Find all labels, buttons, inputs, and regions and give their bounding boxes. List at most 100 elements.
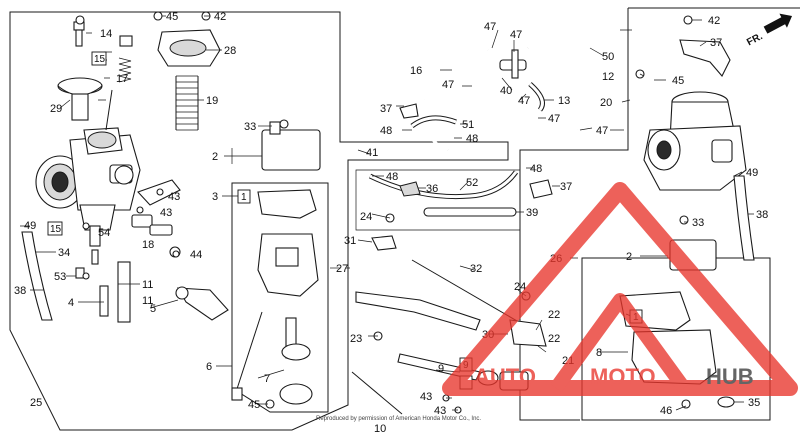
svg-text:23: 23 (350, 333, 362, 345)
svg-text:17: 17 (116, 73, 128, 85)
svg-text:48: 48 (380, 125, 392, 137)
svg-text:11: 11 (142, 295, 153, 307)
hose-13 (528, 82, 545, 112)
svg-text:47: 47 (548, 113, 560, 125)
three-way-joint-40 (499, 49, 527, 79)
float-bowl-gasket (257, 189, 319, 297)
svg-text:29: 29 (50, 103, 62, 115)
svg-text:42: 42 (214, 11, 226, 23)
svg-text:35: 35 (748, 397, 760, 409)
throttle-linkage-43 (137, 179, 181, 206)
boxed-callout-1-left: 1 (237, 189, 251, 204)
svg-text:FR.: FR. (745, 31, 765, 48)
svg-text:32: 32 (470, 263, 482, 275)
svg-text:43: 43 (420, 391, 432, 403)
svg-text:11: 11 (142, 279, 153, 291)
left-carburetor-body (35, 127, 141, 231)
bracket-37-center (399, 103, 419, 119)
svg-text:47: 47 (442, 79, 454, 91)
svg-text:7: 7 (264, 373, 270, 385)
bracket-37-mid (529, 179, 553, 199)
screw-35 (717, 396, 735, 408)
svg-text:4: 4 (68, 297, 74, 309)
svg-text:5: 5 (150, 303, 156, 315)
svg-text:31: 31 (344, 235, 356, 247)
svg-text:8: 8 (596, 347, 602, 359)
svg-text:22: 22 (548, 333, 560, 345)
svg-text:48: 48 (386, 171, 398, 183)
svg-text:43: 43 (160, 207, 172, 219)
svg-text:13: 13 (558, 95, 570, 107)
svg-text:2: 2 (626, 251, 632, 263)
front-direction-indicator: FR. (745, 13, 793, 48)
choke-rod-6 (231, 311, 263, 401)
fuel-hose-16 (422, 47, 489, 152)
svg-text:49: 49 (746, 167, 758, 179)
vacuum-piston-diaphragm (57, 77, 103, 121)
right-assembly-boundary (519, 7, 800, 421)
link-rod-10 (351, 371, 403, 415)
svg-text:28: 28 (224, 45, 236, 57)
svg-text:43: 43 (434, 405, 446, 417)
svg-text:47: 47 (484, 21, 496, 33)
svg-text:12: 12 (602, 71, 614, 83)
hose-51 (410, 115, 457, 129)
svg-text:47: 47 (510, 29, 522, 41)
svg-text:24: 24 (360, 211, 372, 223)
link-30 (509, 319, 547, 347)
svg-text:53: 53 (54, 271, 66, 283)
svg-text:33: 33 (692, 217, 704, 229)
callout-labels: 14 17 29 45 42 28 19 33 2 3 43 43 49 54 … (14, 11, 768, 435)
hose-38-left (21, 231, 53, 321)
hose-39 (423, 207, 517, 217)
float-valve-set-7 (279, 317, 313, 405)
svg-text:41: 41 (366, 147, 378, 159)
svg-text:19: 19 (206, 95, 218, 107)
clamp-31 (371, 235, 397, 251)
hose-52 (368, 170, 519, 200)
svg-text:51: 51 (462, 119, 474, 131)
svg-text:24: 24 (514, 281, 526, 293)
boxed-callout-15-mid: 15 (47, 221, 63, 236)
svg-text:49: 49 (24, 220, 36, 232)
svg-text:20: 20 (600, 97, 612, 109)
choke-valve-18 (131, 214, 181, 258)
svg-text:MOTO: MOTO (590, 364, 656, 389)
svg-text:2: 2 (212, 151, 218, 163)
svg-text:46: 46 (660, 405, 672, 417)
svg-text:15: 15 (50, 224, 62, 235)
svg-text:45: 45 (248, 399, 260, 411)
watermark-logo: AUTO MOTO HUB (442, 182, 798, 396)
svg-text:50: 50 (602, 51, 614, 63)
boxed-callout-15-top: 15 (91, 51, 107, 66)
svg-text:52: 52 (466, 177, 478, 189)
svg-text:34: 34 (58, 247, 70, 259)
svg-text:42: 42 (708, 15, 720, 27)
svg-text:9: 9 (438, 363, 444, 375)
svg-text:33: 33 (244, 121, 256, 133)
svg-text:45: 45 (166, 11, 178, 23)
svg-text:37: 37 (560, 181, 572, 193)
clip-36 (399, 181, 421, 197)
svg-text:6: 6 (206, 361, 212, 373)
piston-spring-19 (175, 75, 199, 131)
svg-text:37: 37 (380, 103, 392, 115)
svg-text:AUTO: AUTO (474, 364, 536, 389)
top-cover-28 (157, 29, 221, 67)
copyright-text: Reproduced by permission of American Hon… (316, 416, 481, 422)
svg-text:15: 15 (94, 54, 106, 65)
svg-text:45: 45 (672, 75, 684, 87)
svg-text:39: 39 (526, 207, 538, 219)
svg-text:25: 25 (30, 397, 42, 409)
svg-text:38: 38 (756, 209, 768, 221)
svg-text:22: 22 (548, 309, 560, 321)
svg-text:14: 14 (100, 28, 112, 40)
vacuum-chamber-2 (261, 121, 321, 171)
bracket-37-right (679, 39, 731, 77)
svg-text:40: 40 (500, 85, 512, 97)
jets-needle-stack (75, 225, 131, 323)
float-chamber-group-a (231, 182, 329, 413)
svg-text:3: 3 (212, 191, 218, 203)
svg-text:44: 44 (190, 249, 202, 261)
svg-text:27: 27 (336, 263, 348, 275)
